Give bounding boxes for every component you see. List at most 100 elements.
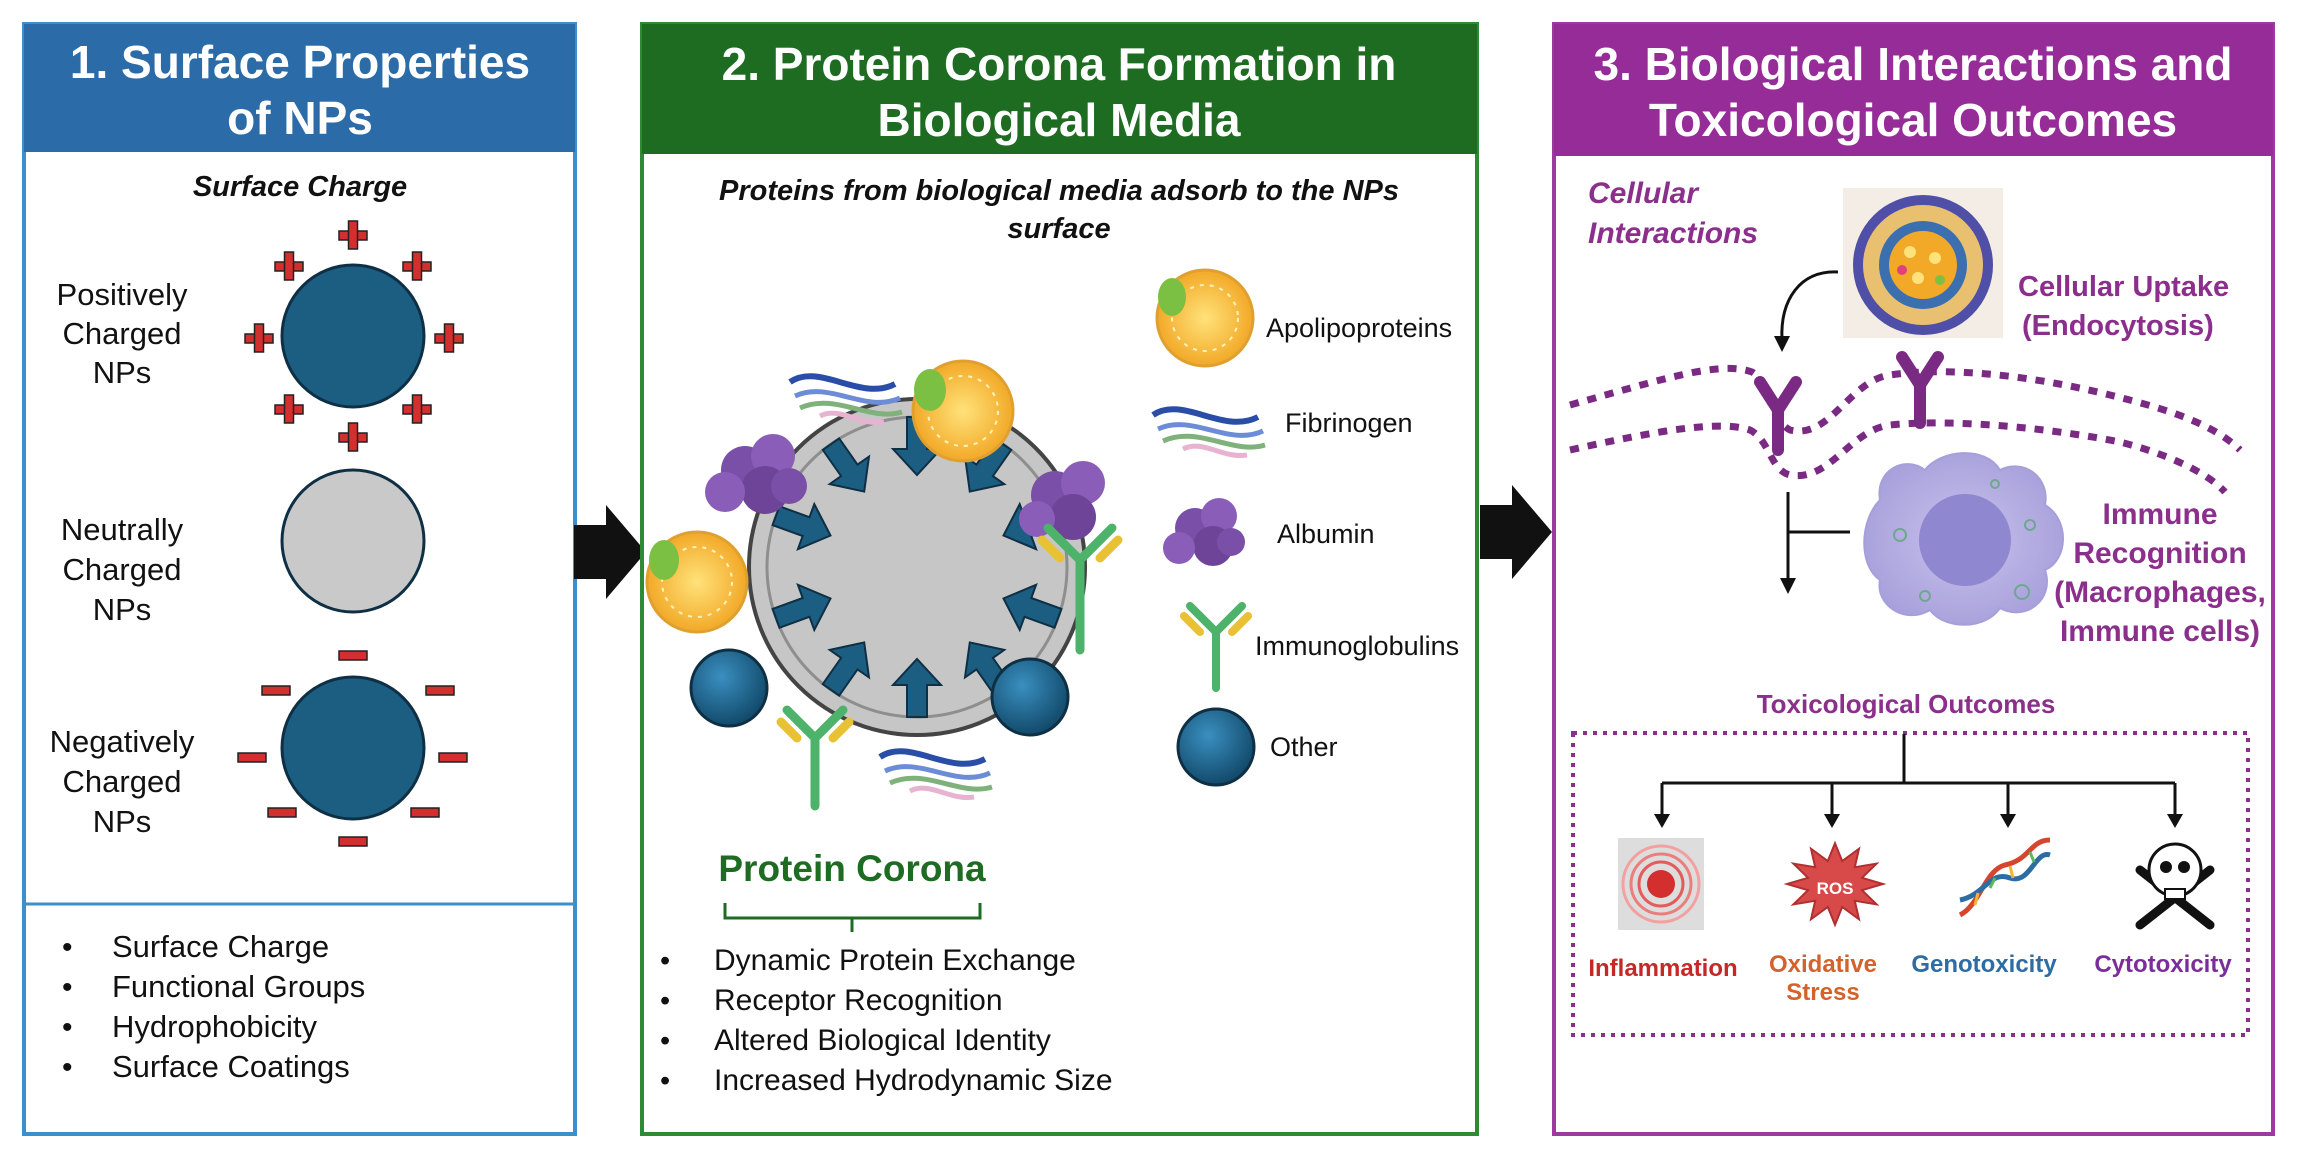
negatively-charged-label: Negatively Charged NPs [50,724,195,839]
oxidative-stress-icon: ROS [1783,840,1887,928]
minus-sign [410,807,440,818]
minus-sign [338,836,368,847]
panel2-subtitle-line1: Proteins from biological media adsorb to… [719,175,1399,207]
label-line: NPs [93,804,152,839]
plus-sign [244,323,274,353]
panel-protein-corona: 2. Protein Corona Formation in Biologica… [640,22,1479,1136]
fibrinogen-protein [788,373,903,426]
corona-bracket [723,903,982,932]
adsorption-arrow [821,437,871,493]
macrophage-cell [1863,452,2064,626]
minus-sign [438,752,468,763]
bullet-hydrodynamic-size: Increased Hydrodynamic Size [714,1064,1113,1097]
panel3-title-line1: 3. Biological Interactions and [1593,38,2232,90]
toxicological-outcomes-title: Toxicological Outcomes [1757,689,2056,719]
bullet: • [660,985,670,1017]
membrane-receptor [1754,376,1802,456]
adsorption-arrow [1002,582,1063,633]
outcome-genotoxicity-label: Genotoxicity [1911,951,2057,978]
legend-apolipoproteins-icon [1155,268,1255,368]
flow-arrow-1 [574,505,646,599]
flow-arrow-2 [1480,485,1552,579]
outcome-cytotoxicity-label: Cytotoxicity [2094,951,2232,978]
fibrinogen-protein [878,748,993,801]
legend-albumin-label: Albumin [1277,519,1375,549]
immune-recognition-line1: Immune [2102,498,2217,531]
inflammation-icon [1618,838,1704,930]
adsorption-arrow [890,657,944,718]
toxicology-box [1571,731,2250,1037]
cellular-uptake-line2: (Endocytosis) [2022,310,2214,342]
panel1-title-line2: of NPs [227,92,373,144]
uptake-arrow [1780,270,1839,341]
panel1-title-line1: 1. Surface Properties [70,36,530,88]
panel2-bullet-list: • Dynamic Protein Exchange • Receptor Re… [660,944,1113,1097]
plus-sign [274,251,304,281]
label-line: Charged [63,316,182,351]
outcome-arrowheads [1654,814,2183,828]
outcome-oxidative-label-line2: Stress [1786,979,1859,1006]
cellular-interactions-line1: Cellular [1588,177,1700,210]
minus-sign [237,752,267,763]
bullet: • [660,1025,670,1057]
outcome-oxidative-label-line1: Oxidative [1769,951,1877,978]
bullet-altered-identity: Altered Biological Identity [714,1024,1051,1057]
corona-nanoparticle-illustration [1843,188,2003,338]
panel1-subtitle: Surface Charge [193,171,407,203]
cell-membrane-outer [1569,364,2243,453]
uptake-arrowhead [1774,336,1790,352]
bullet: • [62,1051,73,1084]
panel2-header [642,24,1477,154]
adsorption-arrow [821,641,871,697]
panel1-header [24,24,575,152]
cellular-interactions-line2: Interactions [1588,217,1758,250]
membrane-receptor [1896,351,1944,429]
panel3-title-line2: Toxicological Outcomes [1649,94,2177,146]
panel2-title-line2: Biological Media [878,94,1241,146]
corona-illustration [645,359,1123,811]
albumin-protein [705,434,807,514]
adsorption-arrow [771,501,832,552]
skull-crossbones-icon [2135,842,2215,930]
legend-albumin-icon [1163,498,1245,566]
bullet: • [660,945,670,977]
recognition-arrowhead [1780,578,1796,594]
dna-icon [1958,837,2051,918]
panel1-bullet-list: • Surface Charge • Functional Groups • H… [62,929,365,1084]
plus-sign [338,220,368,250]
legend-immunoglobulins-label: Immunoglobulins [1255,631,1459,661]
bullet-receptor-recognition: Receptor Recognition [714,984,1003,1017]
legend-other-label: Other [1270,732,1338,762]
label-line: Negatively [50,724,195,759]
apolipoprotein [645,530,749,634]
legend-apolipoproteins-label: Apolipoproteins [1266,313,1452,343]
immune-recognition-line2: Recognition [2073,537,2246,570]
legend-fibrinogen-label: Fibrinogen [1285,408,1413,438]
negative-charges [237,650,468,847]
other-protein [990,657,1070,737]
negative-nanoparticle [280,675,426,821]
protein-legend: Apolipoproteins Fibrinogen Albumin Immun… [1151,268,1459,787]
label-line: Charged [63,764,182,799]
immune-recognition-line3: (Macrophages, [2054,576,2266,609]
ros-label: ROS [1817,879,1854,898]
plus-sign [434,323,464,353]
plus-sign [274,394,304,424]
outcome-tree-lines [1660,734,2177,816]
minus-sign [338,650,368,661]
label-line: NPs [93,592,152,627]
apolipoprotein [911,359,1015,463]
immune-recognition-line4: Immune cells) [2060,615,2260,648]
minus-sign [267,807,297,818]
label-line: Positively [57,277,188,312]
minus-sign [261,685,291,696]
legend-other-icon [1176,707,1256,787]
label-line: NPs [93,355,152,390]
bullet-hydrophobicity: Hydrophobicity [112,1009,318,1044]
neutral-nanoparticle [280,468,426,614]
legend-fibrinogen-icon [1151,406,1266,459]
label-line: Neutrally [61,512,184,547]
bullet: • [660,1065,670,1097]
panel-surface-properties: 1. Surface Properties of NPs Surface Cha… [22,22,577,1136]
bullet: • [62,931,73,964]
